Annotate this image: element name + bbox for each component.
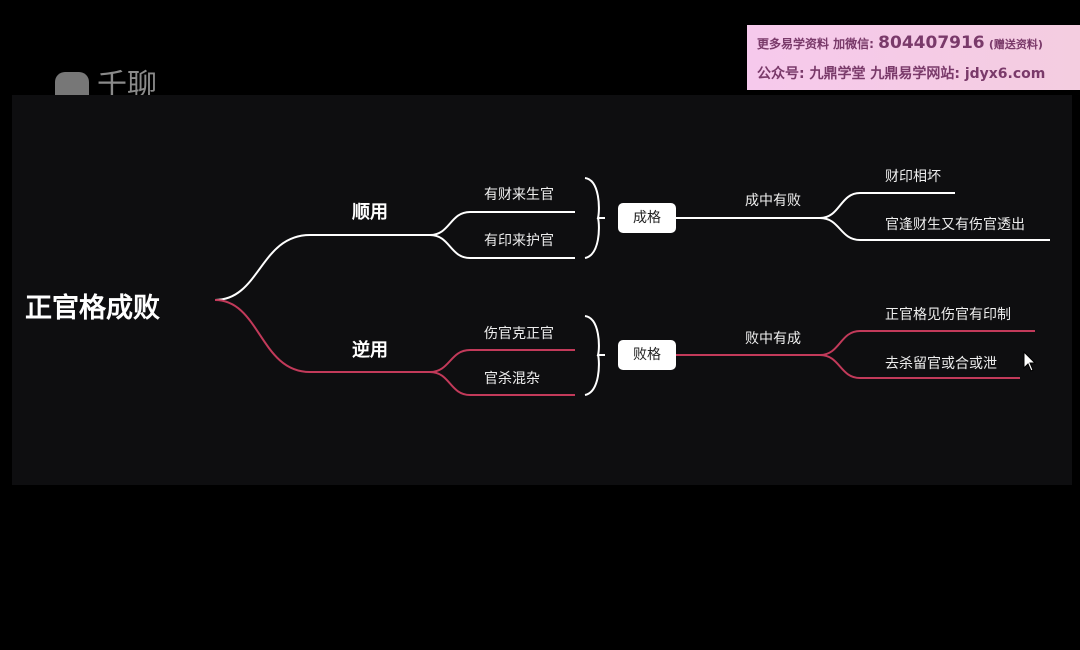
connector-chengge-2	[819, 217, 1050, 241]
promo-banner: 更多易学资料 加微信: 804407916 (赠送资料) 公众号: 九鼎学堂 九…	[747, 25, 1080, 90]
connector-baige-1	[819, 330, 1035, 356]
leaf-item: 有印来护官	[484, 233, 554, 249]
connector-shunyong-2	[429, 234, 575, 259]
leaf-item: 有财来生官	[484, 187, 554, 203]
banner-line2: 公众号: 九鼎学堂 九鼎易学网站: jdyx6.com	[757, 66, 1046, 82]
sub-node: 成中有败	[745, 193, 801, 209]
banner-prefix: 更多易学资料 加微信:	[757, 37, 874, 51]
brace-bottom	[584, 315, 605, 396]
leaf-item: 伤官克正官	[484, 326, 554, 342]
mindmap-panel	[12, 95, 1072, 485]
connector-baige-2	[819, 354, 1020, 379]
leaf-item: 官杀混杂	[484, 371, 540, 387]
detail-item: 财印相坏	[885, 169, 941, 185]
branch-niyong: 逆用	[352, 340, 388, 361]
brace-top	[584, 177, 605, 259]
connector-root-niyong	[214, 299, 430, 373]
connector-shunyong-1	[429, 211, 575, 236]
root-node: 正官格成败	[25, 293, 160, 324]
wechat-id: 804407916	[878, 33, 985, 53]
result-chengge: 成格	[618, 203, 676, 233]
connector-chengge-1	[819, 192, 955, 219]
detail-item: 正官格见伤官有印制	[885, 307, 1011, 323]
connector-root-shunyong	[214, 234, 430, 301]
detail-item: 官逢财生又有伤官透出	[885, 217, 1025, 233]
cursor-icon	[1023, 350, 1037, 372]
result-baige: 败格	[618, 340, 676, 370]
banner-suffix: (赠送资料)	[988, 38, 1043, 51]
connector-niyong-2	[429, 371, 575, 396]
branch-shunyong: 顺用	[352, 202, 388, 223]
sub-node: 败中有成	[745, 331, 801, 347]
connector-niyong-1	[429, 349, 575, 373]
detail-item: 去杀留官或合或泄	[885, 356, 997, 372]
